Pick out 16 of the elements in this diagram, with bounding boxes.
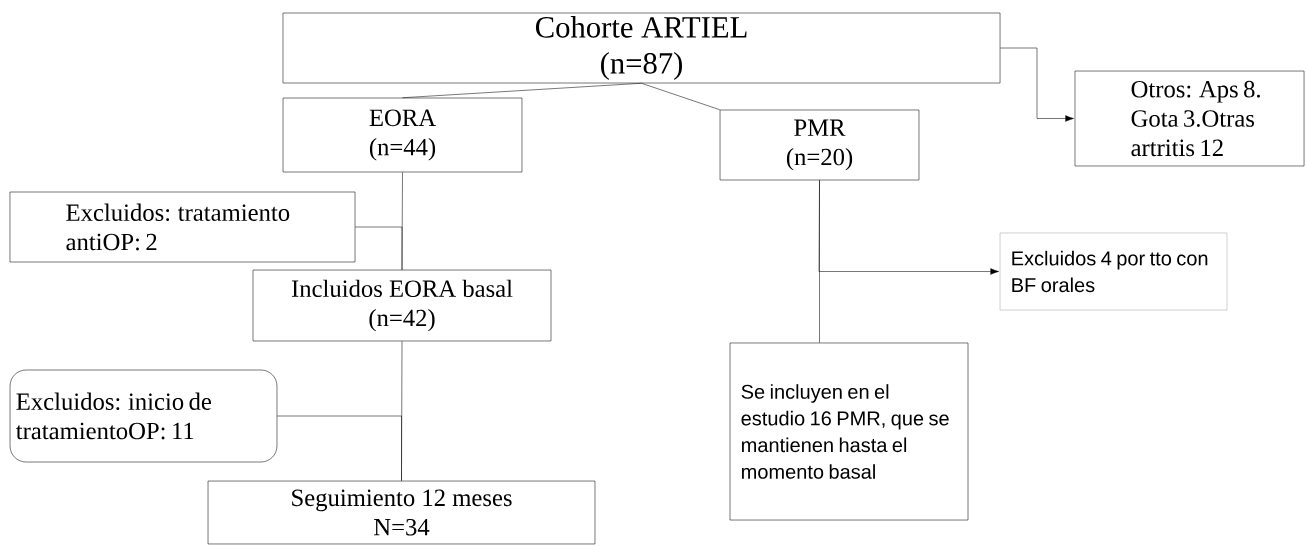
rounded-box: Excluidos: inicio de tratamientoOP: 11 xyxy=(9,369,278,463)
process-box: Se incluyen en el estudio 16 PMR, que se mantienen hasta el momento basal xyxy=(729,342,969,521)
process-box: EORA (n=44) xyxy=(282,97,523,173)
process-box: Cohorte ARTIEL (n=87) xyxy=(282,12,1001,84)
process-box: Excluidos 4 por tto con BF orales xyxy=(999,232,1228,311)
connector-line xyxy=(1000,47,1074,122)
connector-line xyxy=(641,83,721,110)
process-box: Excluidos: tratamiento antiOP: 2 xyxy=(9,191,356,263)
process-box: PMR (n=20) xyxy=(719,109,920,181)
connector-line xyxy=(355,226,403,271)
connector-line xyxy=(402,83,642,98)
connector-line xyxy=(819,180,820,343)
process-box: Otros: Aps 8. Gota 3.Otras artritis 12 xyxy=(1074,70,1305,167)
process-box: Seguimiento 12 meses N=34 xyxy=(207,480,596,545)
connector-line xyxy=(276,415,402,482)
process-box: Incluidos EORA basal (n=42) xyxy=(252,269,552,342)
